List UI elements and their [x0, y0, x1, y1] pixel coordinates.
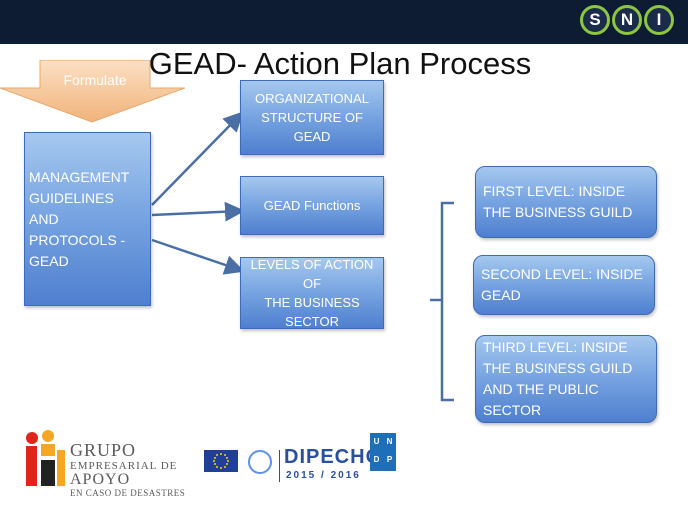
levels-of-action-box: LEVELS OF ACTION OF THE BUSINESS SECTOR	[240, 257, 384, 329]
un-emblem-icon	[248, 450, 272, 474]
organizational-structure-box: ORGANIZATIONAL STRUCTURE OF GEAD	[240, 80, 384, 155]
box-line: SECTOR	[285, 314, 339, 329]
dipecho-years: 2015 / 2016	[286, 470, 361, 481]
undp-letter: N	[386, 437, 393, 446]
third-level-box: THIRD LEVEL: INSIDE THE BUSINESS GUILD A…	[475, 335, 657, 423]
level-line: SECTOR	[483, 402, 542, 418]
level-line: SECOND LEVEL: INSIDE	[481, 266, 643, 282]
slide-title: GEAD- Action Plan Process	[148, 46, 532, 81]
level-line: FIRST LEVEL: INSIDE	[483, 183, 626, 199]
sni-logo-letter-s: S	[580, 5, 610, 35]
levels-bracket	[430, 201, 454, 402]
box-line: LEVELS OF ACTION OF	[250, 257, 374, 291]
level-line: THE BUSINESS GUILD	[483, 360, 633, 376]
box-line: GEAD Functions	[263, 198, 361, 213]
level-line: THE BUSINESS GUILD	[483, 204, 633, 220]
second-level-box: SECOND LEVEL: INSIDE GEAD	[473, 255, 655, 315]
eu-flag-icon	[204, 450, 238, 472]
grupo-logo-line3: APOYO	[70, 471, 131, 488]
box-line: ORGANIZATIONAL	[255, 91, 369, 106]
grupo-logo-icon	[26, 430, 65, 486]
grupo-logo-line2: EMPRESARIAL DE	[70, 460, 178, 472]
footer-separator	[279, 450, 280, 482]
management-line: PROTOCOLS -	[29, 231, 126, 248]
grupo-logo-line4: EN CASO DE DESASTRES	[70, 488, 186, 498]
management-line: MANAGEMENT	[29, 168, 130, 185]
formulate-label: Formulate	[63, 72, 127, 88]
box-line: THE BUSINESS	[264, 295, 360, 310]
level-line: THIRD LEVEL: INSIDE	[483, 339, 628, 355]
undp-letter: P	[386, 455, 393, 464]
box-line: STRUCTURE OF GEAD	[261, 110, 363, 144]
grupo-logo-line1: GRUPO	[70, 440, 137, 460]
level-line: AND THE PUBLIC	[483, 381, 599, 397]
dipecho-logo: DIPECHO	[284, 446, 383, 468]
top-banner	[0, 0, 688, 44]
management-line: GUIDELINES AND	[29, 189, 114, 227]
management-guidelines-box: MANAGEMENT GUIDELINES AND PROTOCOLS - GE…	[24, 132, 151, 306]
formulate-arrow-shape	[0, 60, 185, 123]
level-line: GEAD	[481, 287, 521, 303]
connector-to-structure	[151, 111, 244, 206]
first-level-box: FIRST LEVEL: INSIDE THE BUSINESS GUILD	[475, 166, 657, 238]
connector-to-functions	[151, 201, 245, 222]
undp-letter: D	[373, 455, 380, 464]
sni-logo-letter-n: N	[612, 5, 642, 35]
undp-letter: U	[373, 437, 380, 446]
undp-logo: U N D P	[370, 433, 396, 471]
sni-logo-letter-i: I	[644, 5, 674, 35]
gead-functions-box: GEAD Functions	[240, 176, 384, 235]
management-line: GEAD	[29, 252, 69, 269]
connector-to-levels	[151, 238, 245, 275]
